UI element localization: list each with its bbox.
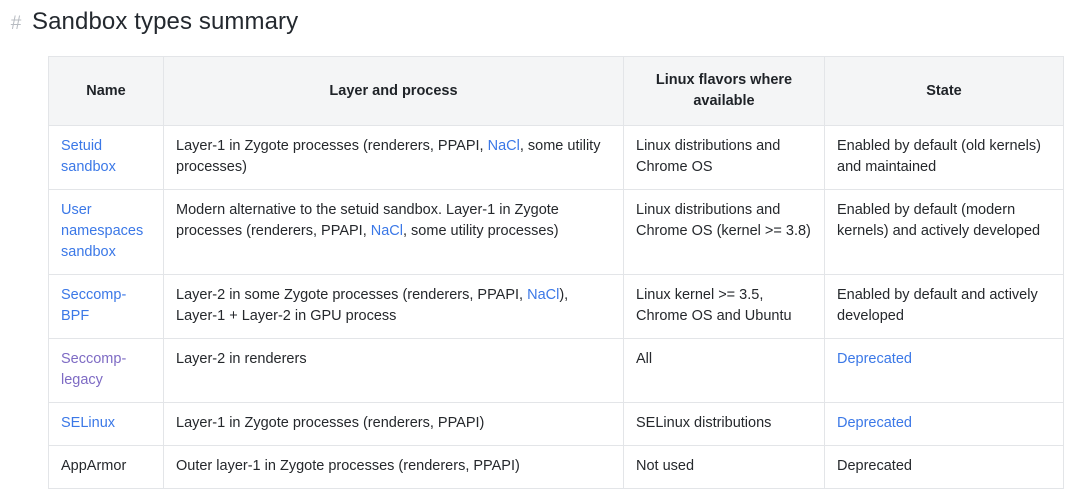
- sandbox-name-link[interactable]: Seccomp-BPF: [61, 287, 127, 325]
- cell-state: Deprecated: [824, 402, 1064, 447]
- column-header-name: Name: [48, 55, 164, 127]
- cell-layer-and-process: Layer-2 in renderers: [163, 338, 624, 404]
- sandbox-name-link[interactable]: User namespaces sandbox: [61, 202, 144, 261]
- sandbox-name-link[interactable]: SELinux: [61, 415, 116, 432]
- cell-name: Seccomp-legacy: [48, 338, 164, 404]
- table-row: SELinux Layer-1 in Zygote processes (rend…: [48, 402, 1064, 447]
- sandbox-name-link[interactable]: Seccomp-legacy: [61, 351, 127, 389]
- cell-layer-and-process: Layer-1 in Zygote processes (renderers, …: [163, 402, 624, 447]
- layer-text-before: Modern alternative to the setuid sandbox…: [176, 202, 559, 240]
- table-row: Seccomp-legacy Layer-2 in renderers All Dep…: [48, 338, 1064, 404]
- table-row: Seccomp-BPF Layer-2 in some Zygote proces…: [48, 274, 1064, 340]
- state-text: Enabled by default (modern kernels) and …: [837, 202, 1041, 240]
- state-text: Enabled by default (old kernels) and mai…: [837, 138, 1041, 176]
- table-row: User namespaces sandbox Modern alternativ…: [48, 189, 1064, 276]
- state-text: Enabled by default and actively develope…: [837, 287, 1038, 325]
- sandbox-types-table-container: Name Layer and process Linux flavors whe…: [48, 55, 1064, 489]
- state-deprecated-link[interactable]: Deprecated: [837, 351, 912, 368]
- cell-name: Seccomp-BPF: [48, 274, 164, 340]
- layer-text-after: , some utility processes): [403, 223, 559, 240]
- layer-text-after: ), Layer-1 + Layer-2 in GPU process: [176, 287, 569, 325]
- cell-state: Enabled by default and actively develope…: [824, 274, 1064, 340]
- sandbox-types-table: Name Layer and process Linux flavors whe…: [48, 55, 1064, 489]
- cell-linux-flavors: Linux distributions and Chrome OS (kerne…: [623, 189, 825, 276]
- state-text: Deprecated: [837, 458, 912, 475]
- layer-text-before: Layer-1 in Zygote processes (renderers, …: [176, 138, 488, 155]
- cell-linux-flavors: Linux kernel >= 3.5, Chrome OS and Ubunt…: [623, 274, 825, 340]
- hash-anchor-icon[interactable]: #: [10, 13, 22, 34]
- cell-name: Setuid sandbox: [48, 125, 164, 191]
- page-title: Sandbox types summary: [32, 8, 299, 35]
- table-header: Name Layer and process Linux flavors whe…: [48, 55, 1064, 127]
- state-deprecated-link[interactable]: Deprecated: [837, 415, 912, 432]
- cell-linux-flavors: Linux distributions and Chrome OS: [623, 125, 825, 191]
- table-header-row: Name Layer and process Linux flavors whe…: [48, 55, 1064, 127]
- cell-state: Enabled by default (modern kernels) and …: [824, 189, 1064, 276]
- layer-text-before: Layer-2 in renderers: [176, 351, 307, 368]
- sandbox-name-text: AppArmor: [61, 458, 127, 475]
- column-header-flavors: Linux flavors where available: [623, 55, 825, 127]
- table-row: AppArmor Outer layer-1 in Zygote processe…: [48, 445, 1064, 489]
- layer-text-before: Outer layer-1 in Zygote processes (rende…: [176, 458, 520, 475]
- cell-name: AppArmor: [48, 445, 164, 489]
- sandbox-name-link[interactable]: Setuid sandbox: [61, 138, 116, 176]
- cell-layer-and-process: Modern alternative to the setuid sandbox…: [163, 189, 624, 276]
- cell-name: User namespaces sandbox: [48, 189, 164, 276]
- cell-linux-flavors: All: [623, 338, 825, 404]
- cell-name: SELinux: [48, 402, 164, 447]
- cell-layer-and-process: Layer-1 in Zygote processes (renderers, …: [163, 125, 624, 191]
- nacl-link[interactable]: NaCl: [487, 138, 520, 155]
- section-heading: # Sandbox types summary: [0, 8, 298, 36]
- page-root: # Sandbox types summary Name Layer and p…: [0, 8, 1064, 489]
- table-row: Setuid sandbox Layer-1 in Zygote processe…: [48, 125, 1064, 191]
- nacl-link[interactable]: NaCl: [370, 223, 403, 240]
- layer-text-after: , some utility processes): [176, 138, 601, 176]
- layer-text-before: Layer-2 in some Zygote processes (render…: [176, 287, 528, 304]
- nacl-link[interactable]: NaCl: [527, 287, 560, 304]
- cell-linux-flavors: Not used: [623, 445, 825, 489]
- cell-state: Deprecated: [824, 445, 1064, 489]
- column-header-state: State: [824, 55, 1064, 127]
- cell-state: Enabled by default (old kernels) and mai…: [824, 125, 1064, 191]
- cell-state: Deprecated: [824, 338, 1064, 404]
- layer-text-before: Layer-1 in Zygote processes (renderers, …: [176, 415, 485, 432]
- cell-layer-and-process: Outer layer-1 in Zygote processes (rende…: [163, 445, 624, 489]
- cell-linux-flavors: SELinux distributions: [623, 402, 825, 447]
- cell-layer-and-process: Layer-2 in some Zygote processes (render…: [163, 274, 624, 340]
- column-header-layer: Layer and process: [163, 55, 624, 127]
